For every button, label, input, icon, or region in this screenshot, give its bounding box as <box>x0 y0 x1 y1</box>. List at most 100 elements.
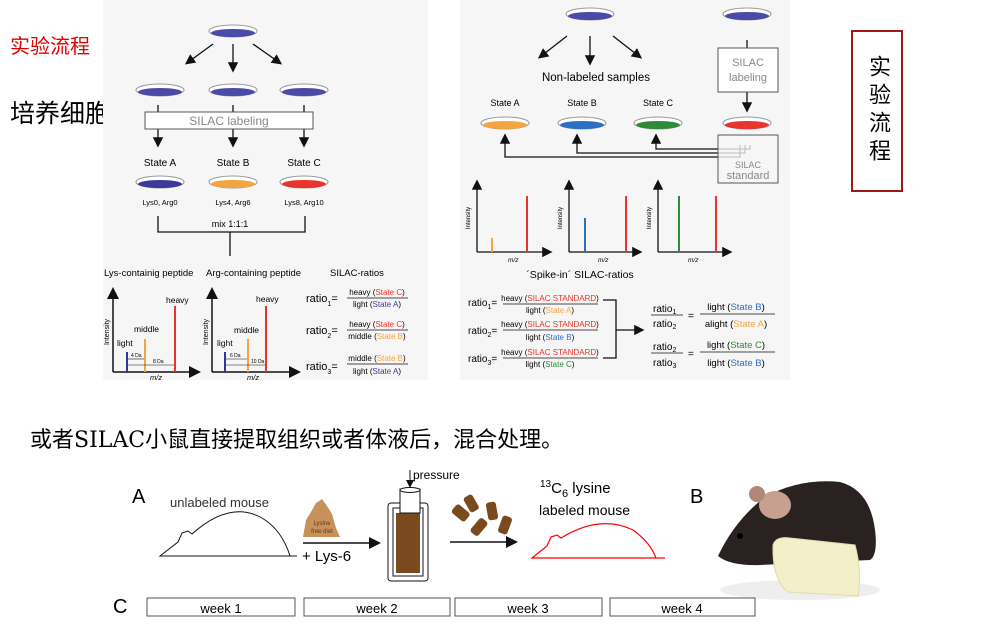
svg-text:light (State C): light (State C) <box>707 340 765 351</box>
svg-text:alight (State A): alight (State A) <box>705 319 767 330</box>
svg-text:middle (State B): middle (State B) <box>348 354 406 363</box>
diet-pile-icon <box>303 499 340 537</box>
r-state-a: State A <box>490 98 519 108</box>
silac-labeling-text-2: labeling <box>729 72 767 84</box>
left-workflow <box>152 43 310 256</box>
result-ratio-1: ratio1 ratio2 = light (State B) alight (… <box>651 302 775 331</box>
isotope-label: 13C6 lysine <box>540 479 611 500</box>
spike-xlabel: m/z <box>688 257 699 264</box>
dish-state-a <box>135 175 185 189</box>
svg-text:=: = <box>688 349 694 360</box>
silac-labeling-box <box>144 111 314 130</box>
svg-text:ratio2: ratio2 <box>653 319 676 331</box>
silac-mouse-text: 或者SILAC小鼠直接提取组织或者体液后，混合处理。 <box>30 428 564 453</box>
svg-text:week 1: week 1 <box>199 601 241 616</box>
svg-text:week 2: week 2 <box>355 601 397 616</box>
diet-label-1: Lysine <box>313 521 331 527</box>
g2-light: light <box>217 338 233 348</box>
svg-text:light (State B): light (State B) <box>526 333 575 342</box>
g1-ylabel: Intensity <box>104 318 111 345</box>
state-b-isotopes: Lys4, Arg6 <box>215 198 250 207</box>
silac-labeling-label: SILAC labeling <box>189 114 268 128</box>
silac-labeling-text-1: SILAC <box>732 57 764 69</box>
spike-ratio-3: ratio3= heavy (SILAC STANDARD) light (St… <box>468 348 599 369</box>
g1-xlabel: m/z <box>150 373 162 382</box>
slide-title: 实验流程 <box>10 34 90 58</box>
state-c-isotopes: Lys8, Arg10 <box>284 198 323 207</box>
week-3: week 3 <box>454 597 603 617</box>
dish <box>279 83 329 97</box>
panel-a-label: A <box>132 486 146 508</box>
silac-standard-text-2: standard <box>727 170 770 182</box>
svg-text:light (State C): light (State C) <box>526 360 575 369</box>
pressure-label: pressure <box>413 468 460 482</box>
g1-shift-2: 8 Da <box>153 359 164 365</box>
ratio-3: ratio3= middle (State B) light (State A) <box>306 354 408 376</box>
g1-shift-1: 4 Da <box>131 353 142 359</box>
lys6-label: + Lys-6 <box>302 548 351 565</box>
svg-text:week 4: week 4 <box>660 601 702 616</box>
dish-state-b <box>557 116 607 130</box>
silac-labeling-box <box>717 47 779 93</box>
silac-standard-box <box>717 134 779 184</box>
unlabeled-mouse-drawing <box>158 511 297 557</box>
dish <box>135 83 185 97</box>
diet-label-2: free diet <box>311 529 333 535</box>
dish <box>565 7 615 21</box>
result-ratio-2: ratio2 ratio3 = light (State C) light (S… <box>651 340 775 370</box>
svg-text:light (State B): light (State B) <box>707 358 765 369</box>
mass-shift-arrows <box>226 358 265 366</box>
food-pellets-icon <box>451 494 512 536</box>
svg-text:ratio2=: ratio2= <box>306 325 338 340</box>
panel-c-label: C <box>113 596 127 618</box>
spike-title: ´Spike-in´ SILAC-ratios <box>526 269 633 281</box>
svg-text:ratio2=: ratio2= <box>468 326 497 339</box>
labeled-mouse-label: labeled mouse <box>539 502 630 518</box>
dish <box>208 24 258 38</box>
svg-text:=: = <box>688 311 694 322</box>
right-workflow-arrows <box>499 35 753 158</box>
dish <box>722 7 772 21</box>
graph2-axes <box>206 287 301 378</box>
g2-middle: middle <box>234 325 259 335</box>
mix-label: mix 1:1:1 <box>212 219 249 229</box>
graph2-title: Arg-containing peptide <box>206 268 301 279</box>
svg-text:middle (State B): middle (State B) <box>348 332 406 341</box>
svg-text:heavy (SILAC STANDARD): heavy (SILAC STANDARD) <box>501 320 599 329</box>
dish-state-b <box>208 175 258 189</box>
spike-xlabel: m/z <box>508 257 519 264</box>
svg-text:week 3: week 3 <box>506 601 548 616</box>
non-labeled-label: Non-labeled samples <box>542 72 650 84</box>
panel-b-label: B <box>690 486 703 508</box>
dish-standard <box>722 116 772 130</box>
g2-shift-1: 6 Da <box>230 353 241 359</box>
spike-ylabel: Intensity <box>558 207 564 229</box>
svg-text:ratio3=: ratio3= <box>468 354 497 367</box>
svg-text:heavy (SILAC STANDARD): heavy (SILAC STANDARD) <box>501 348 599 357</box>
g2-shift-2: 10 Da <box>251 359 265 365</box>
svg-text:light (State A): light (State A) <box>353 367 401 376</box>
spike-ylabel: Intensity <box>466 207 472 229</box>
week-2: week 2 <box>303 597 451 617</box>
svg-text:ratio1: ratio1 <box>653 304 676 316</box>
labeled-mouse-drawing <box>530 523 665 559</box>
mass-shift-arrows <box>128 358 174 366</box>
r-state-b: State B <box>567 98 597 108</box>
svg-text:ratio3=: ratio3= <box>306 361 338 376</box>
dish-state-c <box>279 175 329 189</box>
ratio-2: ratio2= heavy (State C) middle (State B) <box>306 320 408 341</box>
g1-heavy: heavy <box>166 295 189 305</box>
g1-middle: middle <box>134 324 159 334</box>
week-1: week 1 <box>146 597 296 617</box>
g1-light: light <box>117 338 133 348</box>
dish-state-c <box>633 116 683 130</box>
dish <box>208 83 258 97</box>
standard-lines <box>718 145 751 158</box>
graph1-title: Lys-containig peptide <box>104 268 193 279</box>
spike-ylabel: Intensity <box>647 207 653 229</box>
side-title-text: 实验流程 <box>865 55 890 167</box>
ratio-1: ratio1= heavy (State C) light (State A) <box>306 288 408 309</box>
unlabeled-mouse-label: unlabeled mouse <box>170 495 269 510</box>
svg-text:heavy (SILAC STANDARD): heavy (SILAC STANDARD) <box>501 294 599 303</box>
